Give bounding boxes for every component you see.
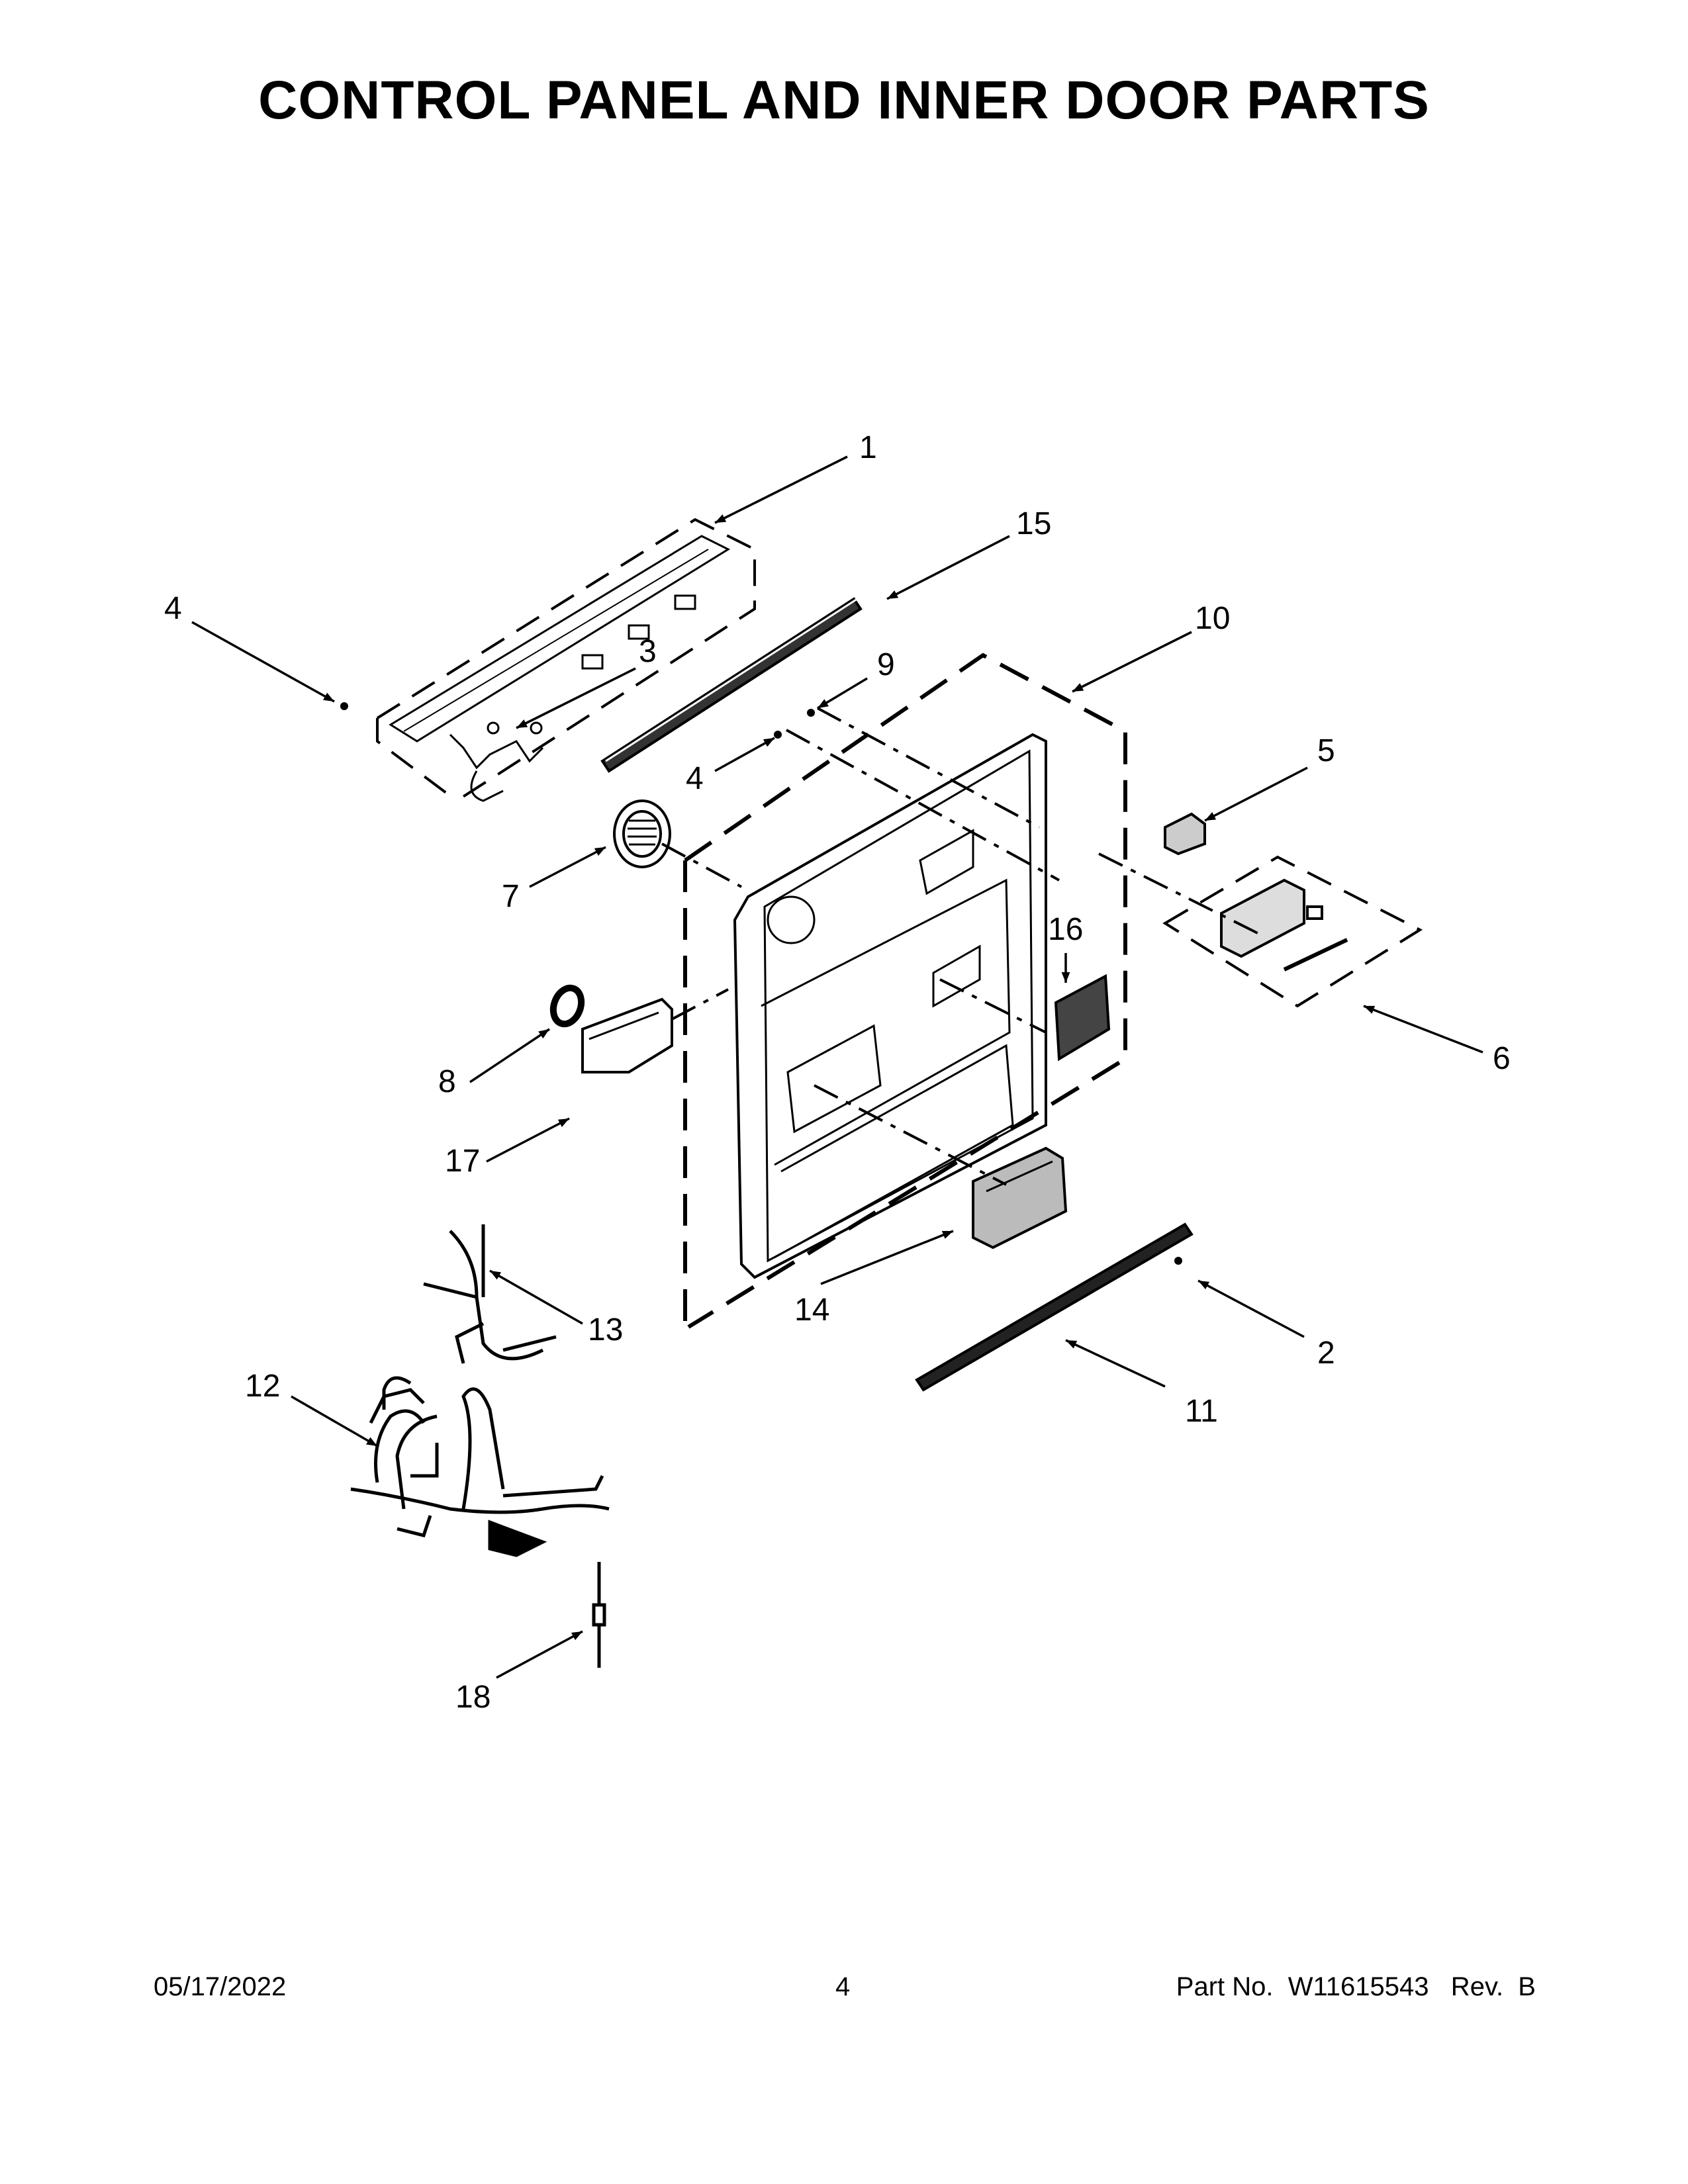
callout-8: 8 xyxy=(438,1064,456,1099)
callout-12: 12 xyxy=(245,1369,280,1404)
vent-grille-part xyxy=(613,799,671,868)
detergent-dispenser-part xyxy=(972,1146,1068,1250)
footer-page-number: 4 xyxy=(835,1972,851,2001)
callout-11: 11 xyxy=(1185,1394,1218,1429)
callout-15: 15 xyxy=(1016,506,1051,541)
small-wire-part xyxy=(592,1562,606,1668)
footer-part-number: Part No. W11615543 Rev. B xyxy=(1176,1972,1536,2001)
callout-1: 1 xyxy=(859,430,877,465)
trim-strip-part xyxy=(600,597,863,773)
callout-5: 5 xyxy=(1317,733,1335,768)
dispenser-housing-part xyxy=(581,997,673,1073)
screw-icons xyxy=(340,702,1182,1265)
callout-arrows xyxy=(191,455,1483,1679)
callout-17: 17 xyxy=(445,1144,480,1179)
callout-3: 3 xyxy=(639,634,657,669)
dispenser-module-part xyxy=(1162,855,1423,1008)
page-title: CONTROL PANEL AND INNER DOOR PARTS xyxy=(258,70,1430,130)
gasket-ring-part xyxy=(549,984,585,1028)
control-panel-part xyxy=(376,518,756,802)
vent-bracket-part xyxy=(1054,974,1111,1062)
main-wire-harness-part xyxy=(350,1376,610,1557)
footer-date: 05/17/2022 xyxy=(154,1972,287,2001)
callout-16: 16 xyxy=(1048,912,1083,947)
callout-9: 9 xyxy=(877,647,895,682)
small-wire-harness-part xyxy=(423,1224,557,1364)
callout-18: 18 xyxy=(455,1680,491,1715)
callout-4-left: 4 xyxy=(164,591,182,626)
callout-2: 2 xyxy=(1317,1336,1335,1371)
callout-6: 6 xyxy=(1493,1041,1511,1076)
callout-labels: 1 15 4 3 10 9 4 5 7 16 8 6 17 13 14 2 12… xyxy=(164,430,1511,1715)
lower-rail-part xyxy=(915,1222,1194,1392)
callout-13: 13 xyxy=(588,1312,623,1347)
inner-door-part xyxy=(683,653,1127,1329)
callout-7: 7 xyxy=(502,879,520,914)
center-lines xyxy=(661,707,1258,1186)
callout-10: 10 xyxy=(1195,601,1230,636)
callout-14: 14 xyxy=(794,1293,829,1328)
callout-4-center: 4 xyxy=(686,761,704,796)
latch-part xyxy=(1164,812,1206,856)
